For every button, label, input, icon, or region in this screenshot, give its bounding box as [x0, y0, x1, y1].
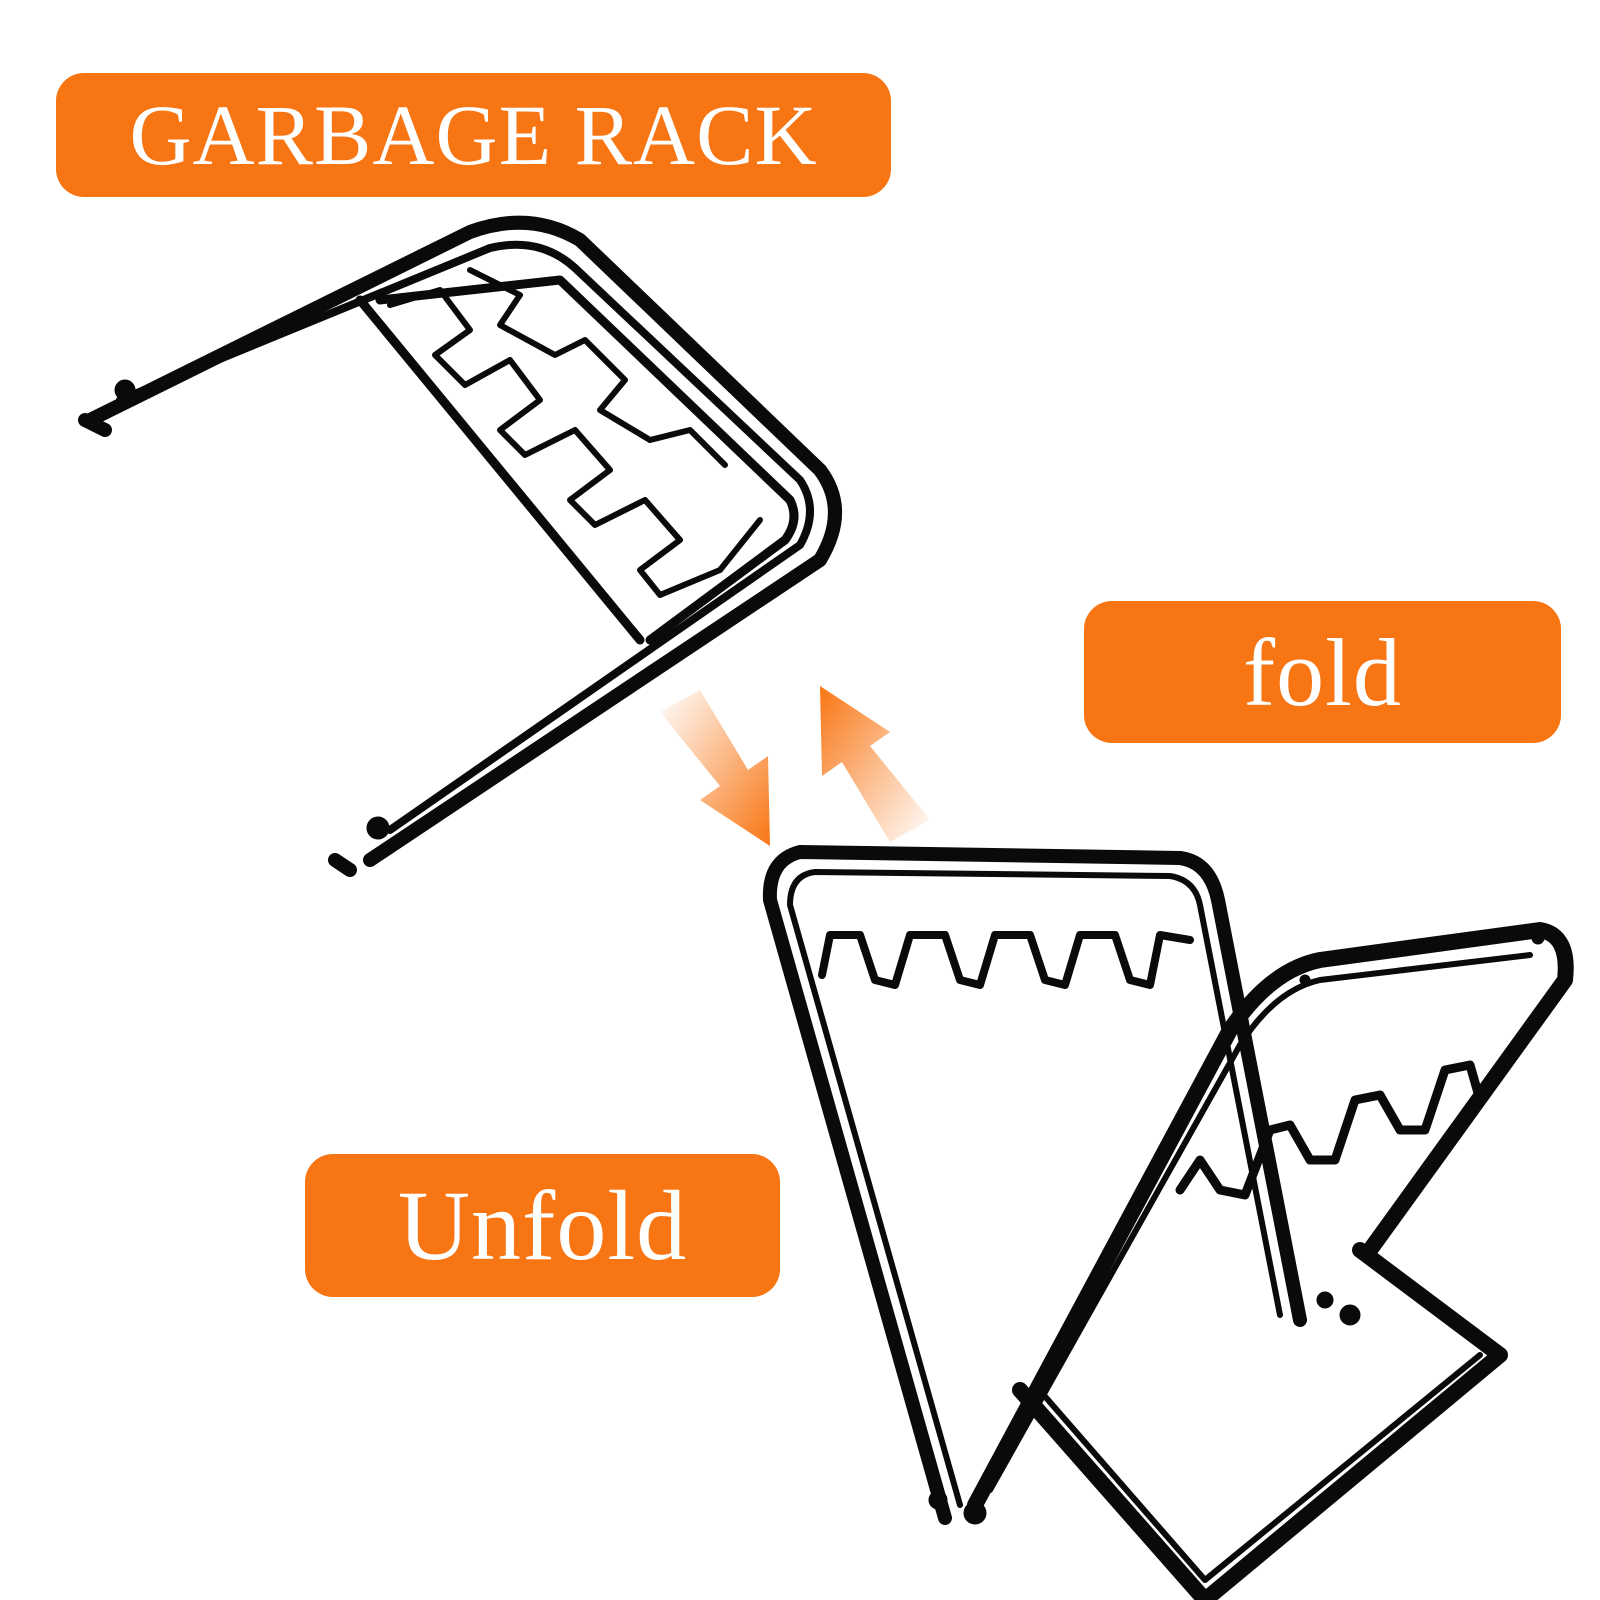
- arrow-up-left-icon: [820, 686, 930, 842]
- title-badge: GARBAGE RACK: [56, 73, 891, 197]
- fold-text: fold: [1243, 618, 1402, 726]
- arrow-down-right-icon: [660, 690, 770, 846]
- unfolded-rack-illustration: [762, 845, 1574, 1600]
- unfold-text: Unfold: [397, 1170, 688, 1281]
- title-text: GARBAGE RACK: [129, 87, 818, 183]
- unfold-badge: Unfold: [305, 1154, 780, 1297]
- fold-badge: fold: [1084, 601, 1561, 743]
- folded-rack-illustration: [78, 215, 842, 877]
